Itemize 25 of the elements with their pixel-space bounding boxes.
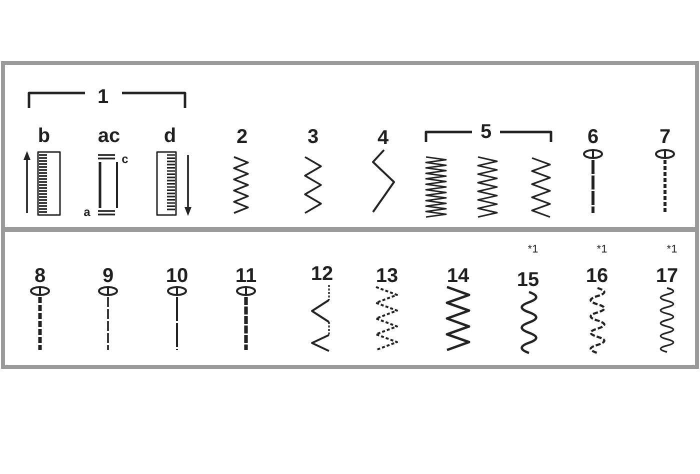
stitch-number: 11 (235, 266, 257, 286)
stitch-number: 1 (97, 87, 109, 107)
stitch-number: 15 (516, 270, 540, 290)
variant-letter: b (38, 126, 50, 146)
variant-letter: ac (98, 126, 120, 146)
stitch-number: 13 (376, 266, 398, 286)
stitch-number: 10 (166, 266, 188, 286)
stitch-number: 9 (102, 266, 114, 286)
stitch-number: 8 (34, 266, 46, 286)
stitch-number: 7 (659, 127, 671, 147)
stitch-number: 4 (377, 128, 389, 148)
stitch-number: 3 (307, 127, 319, 147)
stitch-number: 16 (586, 266, 608, 286)
footnote-mark: *1 (528, 244, 538, 256)
stitch-number: 14 (446, 266, 470, 286)
callout-letter: a (84, 206, 90, 218)
stitch-number: 6 (587, 127, 599, 147)
variant-letter: d (164, 126, 176, 146)
callout-letter: c (122, 153, 128, 165)
stitch-number: 12 (310, 264, 334, 284)
stitch-number: 17 (656, 266, 678, 286)
stitch-number: 2 (236, 127, 248, 147)
footnote-mark: *1 (666, 244, 678, 256)
stitch-number: 5 (480, 122, 492, 142)
footnote-mark: *1 (596, 244, 608, 256)
